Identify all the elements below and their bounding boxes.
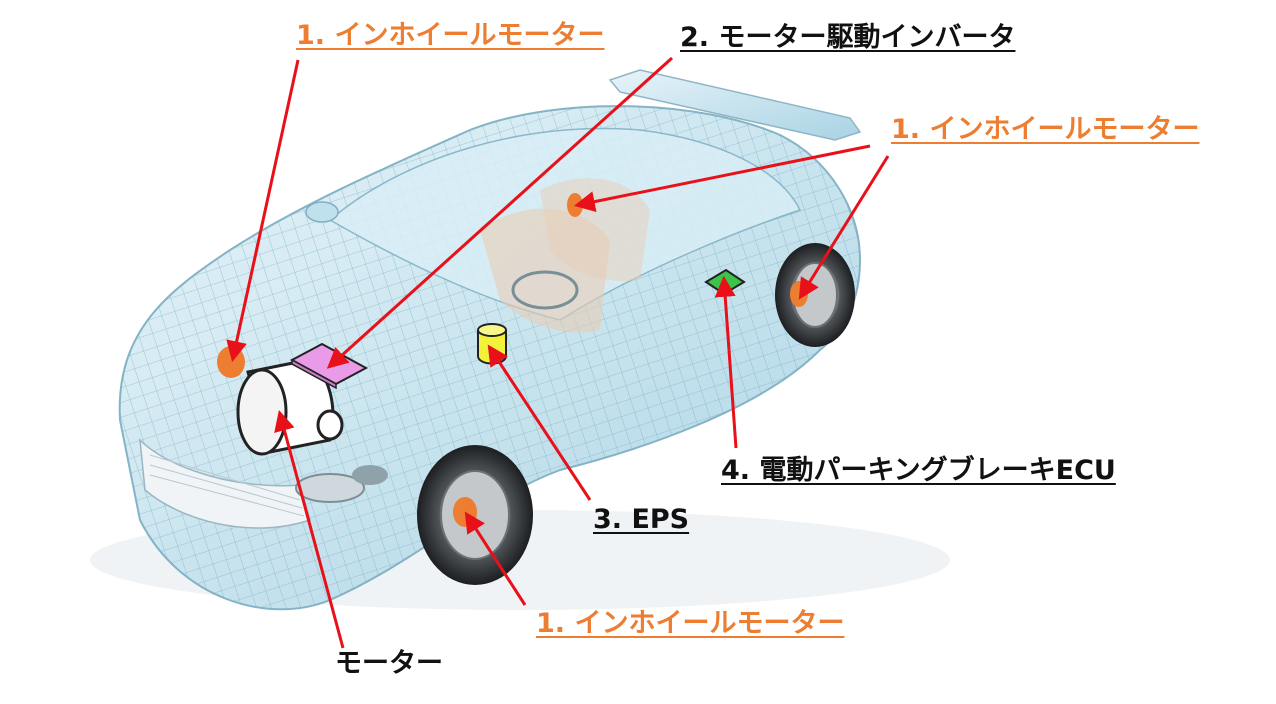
arrow-ecu [714,275,738,449]
arrow-in-wheel-rear-top [573,144,871,212]
label-motor-inverter: 2. モーター駆動インバータ [680,22,1016,53]
eps-cylinder-icon [477,323,507,365]
orange-dot-icon [217,346,245,378]
label-eps: 3. EPS [593,504,690,535]
orange-dot-icon [790,281,808,307]
label-in-wheel-motor-top-left: 1. インホイールモーター [296,20,605,51]
arrow-inverter [326,56,674,369]
arrow-in-wheel-front-left [226,59,300,363]
arrow-in-wheel-rear-right [798,155,890,300]
label-in-wheel-motor-top-right: 1. インホイールモーター [891,114,1200,145]
arrow-in-wheel-front [464,511,527,606]
label-in-wheel-motor-bottom: 1. インホイールモーター [536,608,845,639]
label-motor: モーター [335,648,443,679]
arrow-eps [487,344,592,501]
label-parking-brake-ecu: 4. 電動パーキングブレーキECU [721,455,1116,486]
car-illustration [90,69,950,611]
arrow-motor [274,409,345,649]
